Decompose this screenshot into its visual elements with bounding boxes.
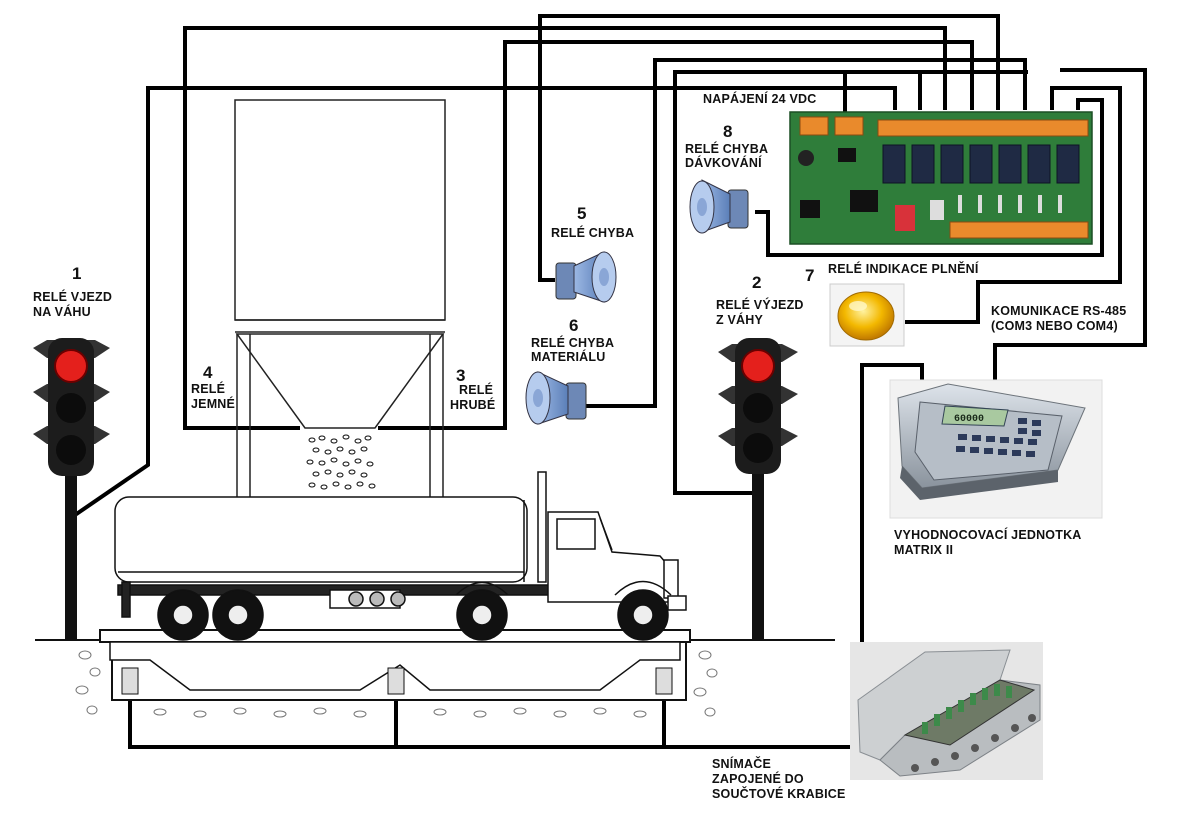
relay6-number: 6 (569, 316, 579, 335)
relay3-label-line2: HRUBÉ (450, 398, 496, 412)
siren-horn-icon (525, 371, 587, 425)
relay6-label-line2: MATERIÁLU (531, 350, 606, 364)
relay7-number: 7 (805, 266, 815, 285)
wire-relay4 (183, 26, 947, 430)
relay-board-icon (789, 111, 1093, 245)
relay3-number: 3 (456, 366, 466, 385)
relay1-label-line1: RELÉ VJEZD (33, 290, 113, 304)
junction-box-icon (850, 642, 1043, 780)
relay4-label-line1: RELÉ (191, 382, 226, 396)
sensors-label-line1: SNÍMAČE (712, 757, 772, 771)
power-label: NAPÁJENÍ 24 VDC (703, 92, 817, 106)
relay1-label-line2: NA VÁHU (33, 305, 91, 319)
unit-label-line2: MATRIX II (894, 543, 954, 557)
weighing-terminal-icon (889, 379, 1103, 519)
siren-horn-icon (555, 251, 617, 303)
wire-loadcell-signal (860, 363, 924, 645)
traffic-light-icon (33, 338, 110, 640)
sensors-label-line3: SOUČTOVÉ KRABICE (712, 787, 846, 801)
wire-relay5 (538, 14, 1000, 282)
load-cell-left (121, 667, 139, 695)
traffic-light-icon (718, 338, 798, 640)
bulk-material (306, 434, 376, 490)
wire-relay3 (378, 40, 974, 430)
relay1-number: 1 (72, 264, 82, 283)
relay3-label-line1: RELÉ (459, 383, 494, 397)
relay2-number: 2 (752, 273, 762, 292)
indicator-lamp-icon (829, 283, 905, 347)
wire-relay7 (905, 86, 1122, 324)
wire-loadcell-bus (128, 700, 858, 749)
foundation-gravel (75, 650, 718, 718)
scale-platform (109, 641, 681, 691)
load-cell-middle (387, 667, 405, 695)
relay4-label-line2: JEMNÉ (191, 397, 236, 411)
relay4-number: 4 (203, 363, 213, 382)
relay8-label-line2: DÁVKOVÁNÍ (685, 156, 762, 170)
wire-relay1 (73, 86, 897, 517)
relay8-label-line1: RELÉ CHYBA (685, 142, 769, 156)
comm-label-line2: (COM3 NEBO COM4) (991, 319, 1118, 333)
comm-label-line1: KOMUNIKACE RS-485 (991, 304, 1127, 318)
wire-rs485 (993, 68, 1147, 382)
siren-horn-icon (689, 179, 749, 234)
unit-label-line1: VYHODNOCOVACÍ JEDNOTKA (894, 528, 1082, 542)
relay6-label-line1: RELÉ CHYBA (531, 336, 615, 350)
relay2-label-line2: Z VÁHY (716, 313, 764, 327)
relay5-label-line1: RELÉ CHYBA (551, 226, 635, 240)
terminal-display-value: 60000 (954, 414, 984, 425)
wire-relay6 (585, 58, 1027, 408)
relay7-label-line1: RELÉ INDIKACE PLNĚNÍ (828, 262, 979, 276)
silo (234, 99, 446, 497)
tanker-truck-icon (114, 471, 687, 641)
load-cell-right (655, 667, 673, 695)
wire-relay8 (755, 98, 1104, 257)
relay8-number: 8 (723, 122, 733, 141)
relay5-number: 5 (577, 204, 587, 223)
sensors-label-line2: ZAPOJENÉ DO (712, 772, 804, 786)
load-cells (121, 667, 673, 695)
wire-power (843, 70, 1028, 122)
relay2-label-line1: RELÉ VÝJEZD (716, 298, 804, 312)
